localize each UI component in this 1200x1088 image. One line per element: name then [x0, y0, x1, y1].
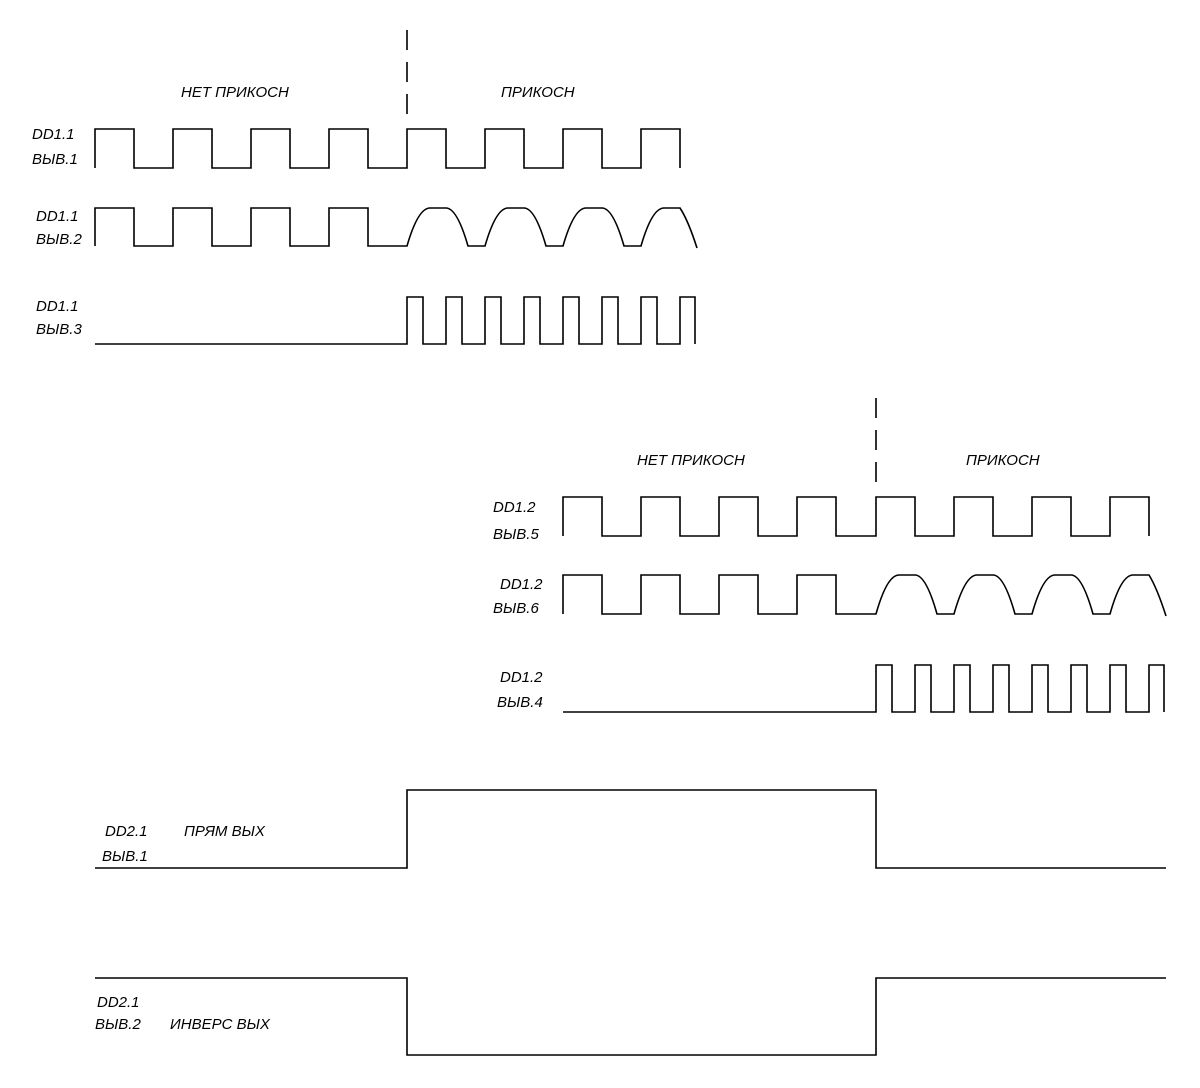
dd1-2-pin4-pin-label: ВЫВ.4 — [497, 694, 543, 711]
dd2-1-pin1-desc-label: ПРЯМ ВЫХ — [184, 823, 266, 840]
dd1-2-pin5-pin-label: ВЫВ.5 — [493, 526, 539, 543]
dd2-1-direct-output-waveform — [95, 789, 1166, 869]
dd1-2-pin5-waveform — [562, 496, 1150, 537]
dd2-1-pin1-chip-label: DD2.1 — [105, 823, 148, 840]
dd1-1-pin3-pin-label: ВЫВ.3 — [36, 321, 82, 338]
section2-no-touch-label: НЕТ ПРИКОСН — [637, 452, 745, 469]
dd1-2-pin6-waveform — [562, 574, 1167, 617]
dd2-1-inverse-output-waveform — [95, 977, 1166, 1056]
dd1-1-pin2-waveform — [94, 207, 698, 249]
section1-no-touch-label: НЕТ ПРИКОСН — [181, 84, 289, 101]
dd1-1-pin3-chip-label: DD1.1 — [36, 298, 79, 315]
dd1-2-pin6-pin-label: ВЫВ.6 — [493, 600, 539, 617]
section1-touch-label: ПРИКОСН — [501, 84, 575, 101]
dd2-1-pin1-pin-label: ВЫВ.1 — [102, 848, 148, 865]
dd1-1-pin2-chip-label: DD1.1 — [36, 208, 79, 225]
dd1-1-pin1-chip-label: DD1.1 — [32, 126, 75, 143]
dd1-2-pin4-chip-label: DD1.2 — [500, 669, 543, 686]
dd2-1-pin2-chip-label: DD2.1 — [97, 994, 140, 1011]
dd2-1-pin2-pin-label: ВЫВ.2 — [95, 1016, 141, 1033]
dd1-2-pin6-chip-label: DD1.2 — [500, 576, 543, 593]
dd1-1-pin1-waveform — [94, 128, 681, 169]
section2-touch-label: ПРИКОСН — [966, 452, 1040, 469]
dd1-2-pin4-waveform — [563, 664, 1165, 713]
dd1-2-pin5-chip-label: DD1.2 — [493, 499, 536, 516]
dd1-1-pin2-pin-label: ВЫВ.2 — [36, 231, 82, 248]
dd1-1-pin1-pin-label: ВЫВ.1 — [32, 151, 78, 168]
dd1-1-pin3-waveform — [95, 296, 696, 345]
dd2-1-pin2-desc-label: ИНВЕРС ВЫХ — [170, 1016, 271, 1033]
